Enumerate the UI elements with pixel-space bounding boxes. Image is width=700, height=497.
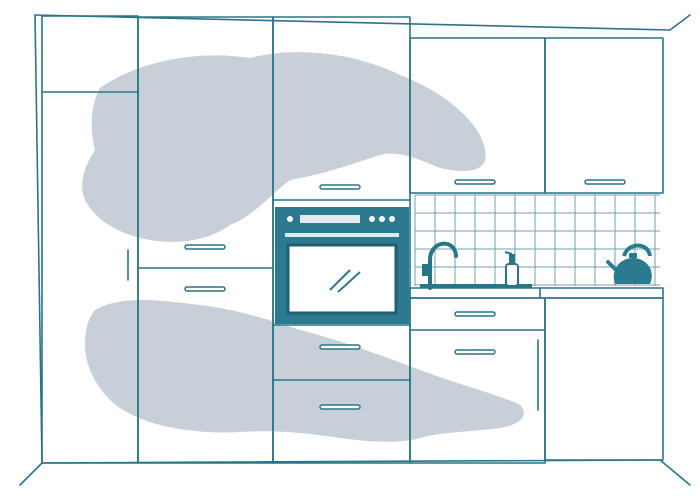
faucet-icon: [420, 241, 532, 290]
kettle-icon: [606, 243, 652, 284]
tall-cabinets: [41, 15, 411, 464]
base-cabinets: [409, 297, 664, 464]
tile-backsplash: [414, 194, 660, 286]
upper-cabinets: [409, 37, 664, 194]
countertop: [409, 287, 664, 299]
soap-bottle-icon: [504, 251, 519, 287]
paint-smudges: [82, 52, 524, 442]
oven-icon: [275, 207, 409, 324]
